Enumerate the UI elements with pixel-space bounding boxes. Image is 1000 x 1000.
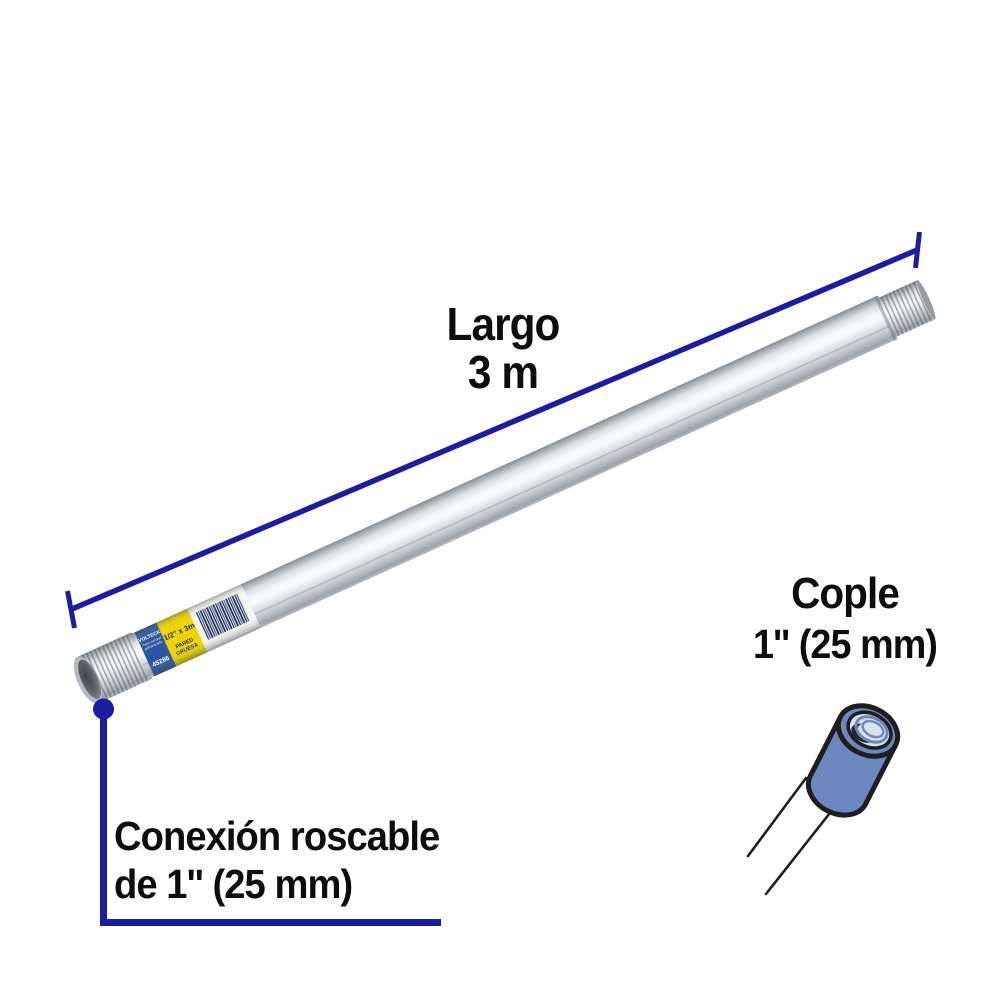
connection-annotation-line1: Conexión roscable <box>114 813 440 859</box>
dimension-tick-left <box>65 590 77 629</box>
callout-dot <box>93 698 114 720</box>
coupling-annotation: Cople 1'' (25 mm) <box>725 572 964 665</box>
pipe-threaded-end-far <box>874 280 936 341</box>
dimension-tick-right <box>913 231 922 269</box>
connection-annotation-line2: de 1'' (25 mm) <box>114 860 353 907</box>
coupling-thread-ring-1 <box>854 715 889 744</box>
connection-callout <box>93 698 441 926</box>
coupling-pipe-line-lower <box>764 802 839 896</box>
coupling-pipe-line-upper <box>746 776 808 858</box>
coupling-annotation-line1: Cople <box>791 569 900 618</box>
pipe-product-label: VOLTECK Tubo conduit galvanizado 45286 1… <box>134 584 261 677</box>
pipe-seam-line <box>142 324 892 666</box>
coupling-thread-ring-2 <box>861 719 885 739</box>
coupling-illustration <box>746 703 901 896</box>
pipe-open-mouth <box>73 656 103 704</box>
connection-annotation: Conexión roscable de 1'' (25 mm) <box>114 813 440 909</box>
length-annotation-line1: Largo <box>446 298 561 350</box>
length-dimension-line <box>65 231 922 629</box>
pipe-body <box>129 295 898 679</box>
length-annotation: Largo 3 m <box>387 300 619 397</box>
coupling-annotation-line2: 1'' (25 mm) <box>753 621 938 667</box>
galvanized-conduit-pipe: VOLTECK Tubo conduit galvanizado 45286 1… <box>73 280 936 704</box>
length-annotation-line2: 3 m <box>467 346 539 399</box>
